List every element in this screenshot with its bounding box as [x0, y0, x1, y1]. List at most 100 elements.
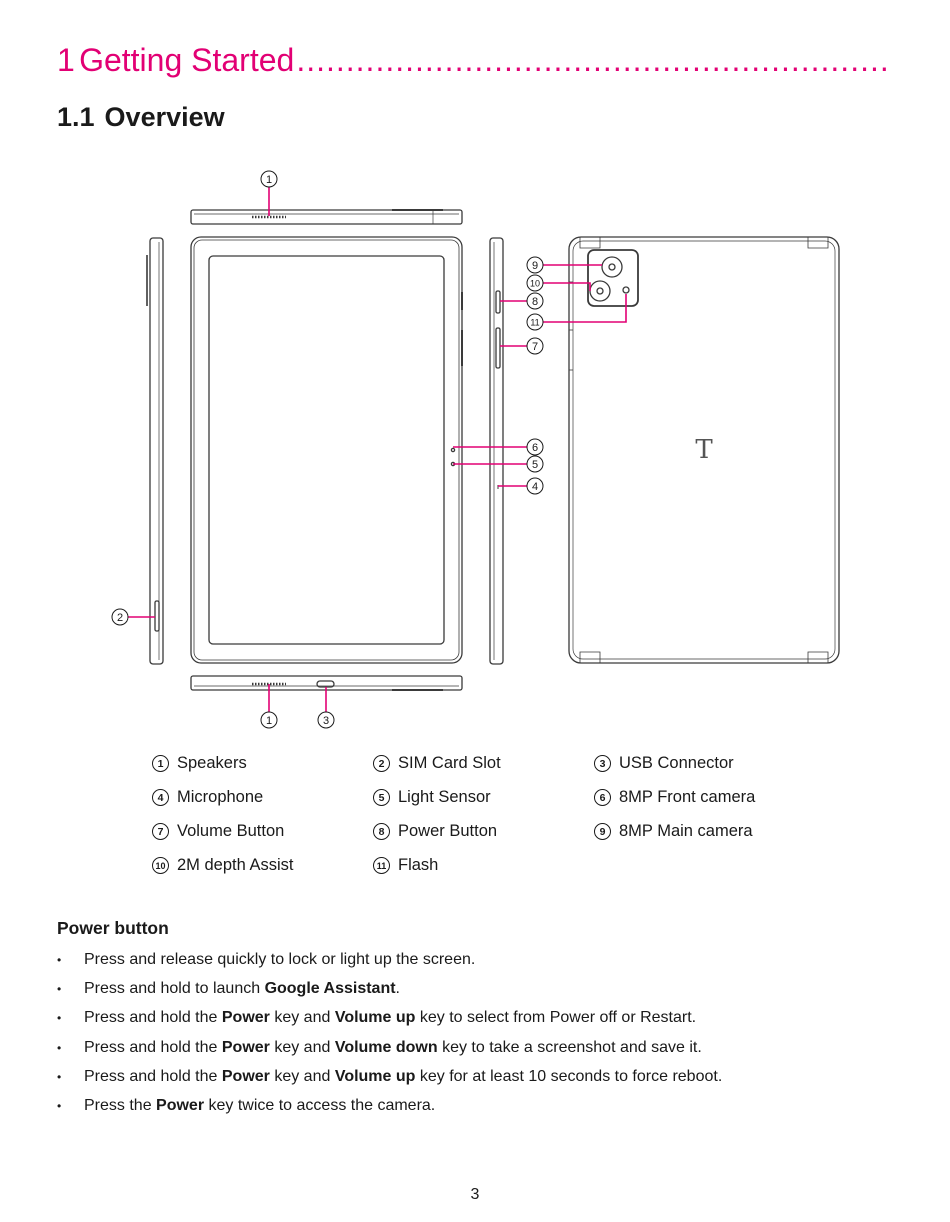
back-view	[568, 236, 840, 664]
instruction-text: Press and release quickly to lock or lig…	[84, 951, 476, 968]
svg-text:1: 1	[266, 174, 272, 186]
instruction-text: Press and hold the	[84, 1067, 222, 1085]
svg-text:1: 1	[266, 715, 272, 727]
callout-3: 3	[317, 711, 335, 729]
legend-label: Speakers	[177, 754, 247, 772]
legend-badge: 6	[594, 789, 611, 806]
instruction-text: key for at least 10 seconds to force reb…	[415, 1067, 723, 1085]
callout-7: 7	[526, 337, 544, 355]
instruction-emphasis: Power	[221, 1067, 270, 1085]
instruction-emphasis: Volume up	[334, 1009, 416, 1027]
section-number: 1.1	[57, 102, 95, 132]
legend-label: Power Button	[398, 822, 498, 840]
bullet-marker: •	[57, 1011, 62, 1026]
left-side-view	[146, 237, 164, 665]
callout-1-bottom: 1	[260, 711, 278, 729]
chapter-heading: 1 Getting Started ......................…	[57, 42, 887, 92]
bullet-marker: •	[57, 1040, 62, 1055]
svg-text:10: 10	[530, 279, 540, 289]
legend-label: 2M depth Assist	[177, 856, 294, 874]
legend-badge: 4	[152, 789, 169, 806]
legend-badge: 8	[373, 823, 390, 840]
top-edge-view	[190, 209, 463, 225]
device-overview-diagram: T 1 1 3 2 4 5 6 7 8 9 10 11	[111, 170, 840, 729]
legend-badge: 5	[373, 789, 390, 806]
chapter-title: Getting Started	[79, 42, 295, 78]
legend-item: 2 SIM Card Slot	[373, 752, 594, 775]
section-title: Overview	[104, 102, 225, 132]
legend-label: SIM Card Slot	[398, 754, 501, 772]
list-item: • Press and release quickly to lock or li…	[57, 948, 897, 977]
callout-11: 11	[526, 313, 544, 331]
svg-text:2: 2	[117, 612, 123, 624]
legend-label: 8MP Front camera	[619, 788, 756, 806]
svg-text:8: 8	[532, 296, 538, 308]
legend-badge: 11	[373, 857, 390, 874]
instruction-emphasis: Google Assistant	[264, 980, 396, 998]
list-item: • Press and hold to launch Google Assista…	[57, 977, 897, 1006]
instruction-text: key and	[269, 1067, 335, 1085]
legend-label: Microphone	[177, 788, 264, 806]
legend-item: 6 8MP Front camera	[594, 786, 815, 809]
instruction-text: .	[395, 980, 400, 998]
instruction-emphasis: Power	[221, 1009, 270, 1027]
legend-item: 1 Speakers	[152, 752, 373, 775]
legend-label: 8MP Main camera	[619, 822, 753, 840]
bullet-marker: •	[57, 1098, 62, 1113]
callout-1-top: 1	[260, 170, 278, 188]
instruction-text: Press and hold the	[84, 1038, 222, 1056]
legend-badge: 2	[373, 755, 390, 772]
callout-5: 5	[526, 455, 544, 473]
callout-6: 6	[526, 438, 544, 456]
page-number: 3	[470, 1186, 480, 1203]
bullet-marker: •	[57, 953, 62, 967]
svg-text:5: 5	[532, 459, 538, 471]
legend-item: 8 Power Button	[373, 820, 594, 843]
chapter-number: 1	[57, 42, 75, 78]
instruction-text: key twice to access the camera.	[204, 1096, 436, 1114]
legend-item: 11 Flash	[373, 854, 594, 877]
callout-lines	[128, 187, 627, 712]
list-item: • Press and hold the Power key and Volume…	[57, 1036, 897, 1065]
list-item: • Press and hold the Power key and Volume…	[57, 1006, 897, 1035]
instruction-text: key and	[269, 1038, 335, 1056]
power-button-instructions: • Press and release quickly to lock or li…	[57, 948, 897, 1123]
instruction-text: key and	[269, 1009, 335, 1027]
callout-8: 8	[526, 292, 544, 310]
svg-text:9: 9	[532, 260, 538, 272]
instruction-text: Press and hold the	[84, 1009, 222, 1027]
instruction-text: key to take a screenshot and save it.	[437, 1038, 702, 1056]
callout-9: 9	[526, 256, 544, 274]
power-button-heading: Power button	[57, 918, 169, 938]
svg-text:7: 7	[532, 341, 538, 353]
legend-label: Volume Button	[177, 822, 285, 840]
legend-label: Flash	[398, 856, 439, 874]
instruction-emphasis: Volume up	[334, 1067, 416, 1085]
list-item: • Press and hold the Power key and Volume…	[57, 1065, 897, 1094]
bullet-marker: •	[57, 982, 62, 997]
instruction-text: Press and hold to launch	[84, 980, 265, 998]
legend-badge: 1	[152, 755, 169, 772]
instruction-text: Press the	[84, 1096, 157, 1114]
instruction-emphasis: Volume down	[334, 1038, 438, 1056]
section-heading: 1.1 Overview	[57, 102, 225, 133]
callout-4: 4	[526, 477, 544, 495]
legend-label: USB Connector	[619, 754, 734, 772]
bullet-marker: •	[57, 1069, 62, 1084]
brand-logo-t: T	[695, 435, 713, 465]
svg-text:6: 6	[532, 442, 538, 454]
chapter-dot-leader: ........................................…	[296, 42, 887, 78]
instruction-text: key to select from Power off or Restart.	[415, 1009, 697, 1027]
instruction-emphasis: Power	[221, 1038, 270, 1056]
legend-item: 4 Microphone	[152, 786, 373, 809]
svg-text:3: 3	[323, 715, 329, 727]
svg-text:4: 4	[532, 481, 538, 493]
callout-2: 2	[111, 608, 129, 626]
instruction-emphasis: Power	[156, 1096, 205, 1114]
